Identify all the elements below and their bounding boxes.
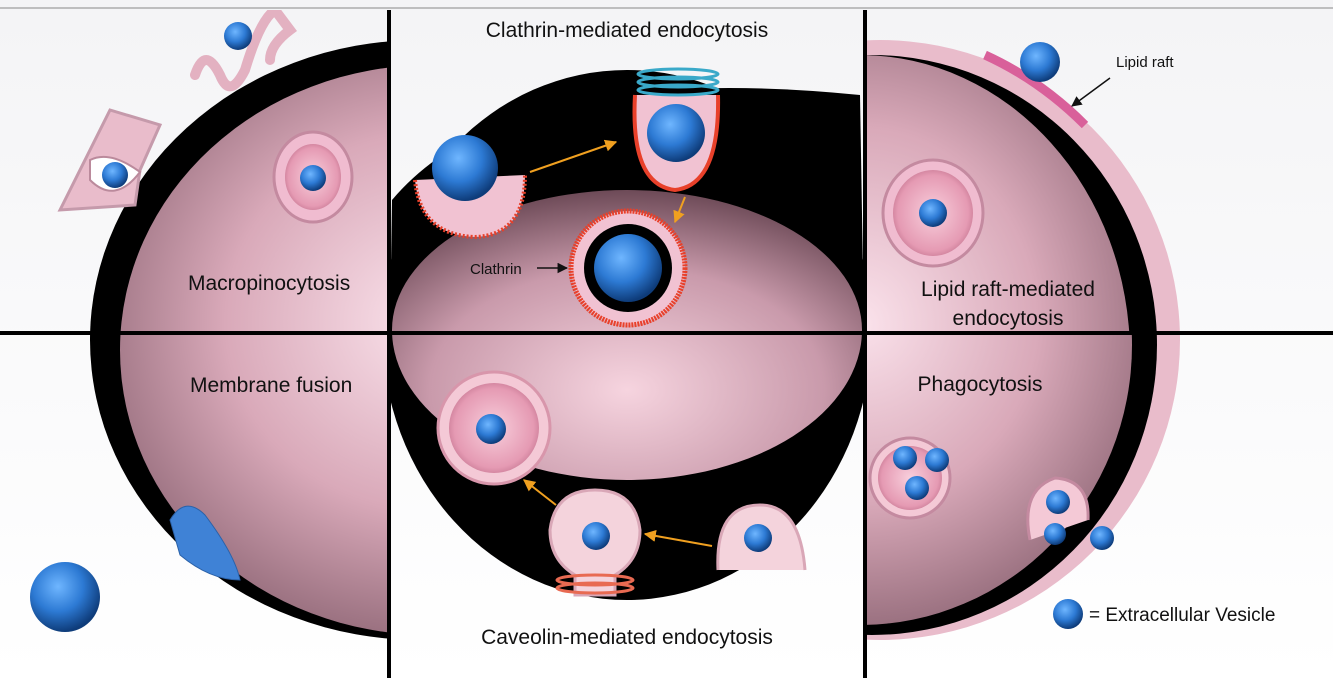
panel-membrane-fusion bbox=[30, 334, 388, 639]
annotation-clathrin: Clathrin bbox=[470, 261, 522, 278]
label-macropinocytosis: Macropinocytosis bbox=[188, 272, 350, 295]
panel-caveolin bbox=[390, 334, 864, 600]
label-phagocytosis: Phagocytosis bbox=[918, 373, 1043, 396]
ev-particle bbox=[102, 162, 128, 188]
legend: = Extracellular Vesicle bbox=[1053, 599, 1275, 629]
label-caveolin-endocytosis: Caveolin-mediated endocytosis bbox=[481, 626, 773, 649]
ev-particle bbox=[1090, 526, 1114, 550]
ev-particle bbox=[893, 446, 917, 470]
ev-particle bbox=[30, 562, 100, 632]
ev-particle bbox=[594, 234, 662, 302]
ev-particle bbox=[300, 165, 326, 191]
label-lipid-raft-line1: Lipid raft-mediated bbox=[921, 278, 1095, 301]
caveolin-coat-rings bbox=[555, 573, 635, 595]
ev-particle bbox=[744, 524, 772, 552]
panel-clathrin bbox=[390, 67, 864, 332]
clathrin-coat-rings bbox=[636, 67, 720, 97]
panel-dividers bbox=[0, 10, 1333, 678]
ev-particle bbox=[582, 522, 610, 550]
label-clathrin-endocytosis: Clathrin-mediated endocytosis bbox=[486, 19, 768, 42]
ev-particle bbox=[224, 22, 252, 50]
panel-lipid-raft bbox=[866, 40, 1180, 332]
ev-particle bbox=[1046, 490, 1070, 514]
panel-macropinocytosis bbox=[57, 10, 388, 332]
ev-particle bbox=[647, 104, 705, 162]
panel-phagocytosis bbox=[866, 334, 1180, 640]
ev-particle bbox=[1044, 523, 1066, 545]
ev-particle bbox=[1020, 42, 1060, 82]
legend-ev-icon bbox=[1053, 599, 1083, 629]
legend-ev-label: = Extracellular Vesicle bbox=[1089, 605, 1275, 626]
ev-particle bbox=[925, 448, 949, 472]
ev-particle bbox=[476, 414, 506, 444]
label-membrane-fusion: Membrane fusion bbox=[190, 374, 352, 397]
ev-particle bbox=[905, 476, 929, 500]
ev-particle bbox=[432, 135, 498, 201]
label-lipid-raft-line2: endocytosis bbox=[953, 307, 1064, 330]
annotation-lipid-raft: Lipid raft bbox=[1116, 54, 1174, 71]
ev-particle bbox=[919, 199, 947, 227]
